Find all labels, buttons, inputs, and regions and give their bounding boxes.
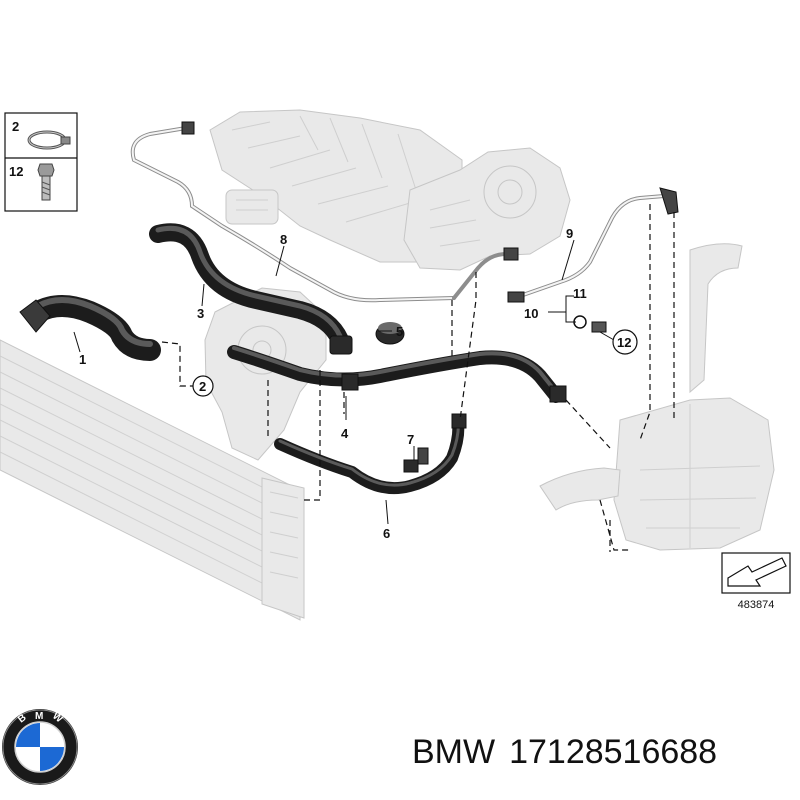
diagram-reference: 483874 [721,552,791,611]
turbo-unit-outline [403,147,571,271]
callout-2: 2 [199,379,206,394]
callout-2-circle [192,375,214,397]
expansion-tank-outline [539,243,775,551]
callout-11: 11 [573,286,587,301]
leader-lines [73,239,615,525]
bmw-logo: B M W [2,709,78,785]
assembly-lines [161,204,675,552]
part-7-clip [403,447,429,473]
brand-name: BMW [412,733,496,771]
callout-6: 6 [383,526,390,541]
legend-box: 2 12 [4,112,78,212]
brand-part-number: BMW 17128516688 [412,735,717,769]
legend-number-12: 12 [9,164,23,179]
callout-5: 5 [396,324,403,339]
coolant-hose-1 [19,295,161,361]
coolant-pipe-9 [452,187,679,303]
callout-12: 12 [617,335,631,350]
callouts: 1 2 3 4 5 6 7 8 9 10 11 12 [79,226,638,541]
engine-manifold-outline [209,109,463,263]
radiator-outline [0,339,305,621]
legend-number-2: 2 [12,119,19,134]
coolant-hose-3 [149,223,353,355]
callout-12-circle [612,329,638,355]
callout-10: 10 [524,306,538,321]
callout-7: 7 [407,432,414,447]
bolt-icon [37,163,55,201]
sensor-assembly [573,315,607,333]
callout-8: 8 [280,232,287,247]
callout-4: 4 [341,426,349,441]
diagram-id: 483874 [738,599,775,611]
callout-3: 3 [197,306,204,321]
svg-text:M: M [35,711,43,722]
coolant-pipe-8 [130,121,456,303]
callout-9: 9 [566,226,573,241]
part-number: 17128516688 [509,733,718,771]
hose-clamp-icon [27,130,71,150]
coolant-hose-4 [227,345,567,403]
coolant-hose-6 [274,413,467,495]
callout-1: 1 [79,352,86,367]
